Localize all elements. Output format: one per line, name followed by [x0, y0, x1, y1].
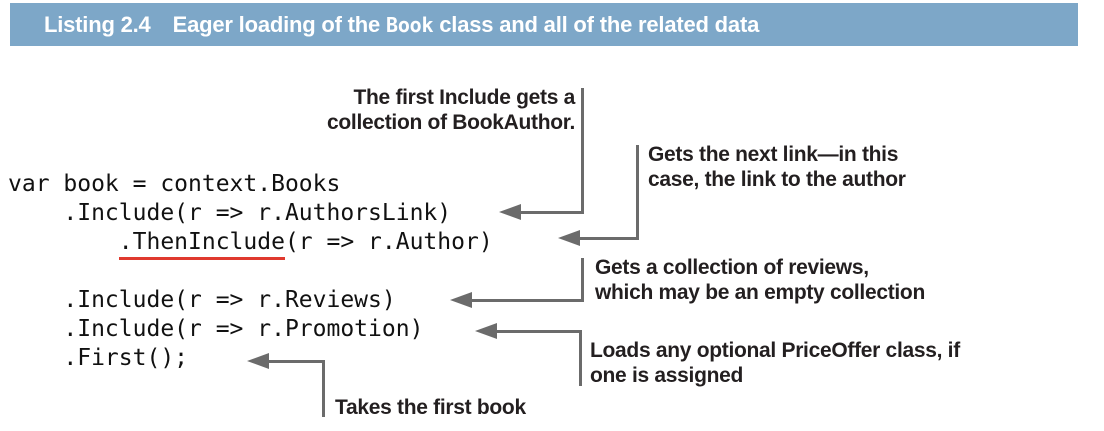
connector-line	[579, 330, 582, 386]
code-line-blank	[8, 257, 493, 286]
left-arrow-icon	[499, 204, 521, 220]
annotation-first-book: Takes the first book	[335, 396, 526, 419]
connector-line	[322, 360, 325, 417]
annotation-reviews: Gets a collection of reviews, which may …	[595, 256, 925, 304]
code-line: .ThenInclude(r => r.Author)	[8, 228, 493, 260]
left-arrow-icon	[247, 353, 269, 369]
connector-line	[267, 360, 325, 363]
code-line: .Include(r => r.Reviews)	[8, 287, 396, 313]
left-arrow-icon	[558, 230, 580, 246]
code-line: .First();	[8, 345, 189, 371]
connector-line	[519, 211, 584, 214]
left-arrow-icon	[475, 323, 497, 339]
connector-line	[636, 145, 639, 240]
code-line: .Include(r => r.AuthorsLink)	[8, 200, 452, 226]
annotation-then-include: Gets the next link—in this case, the lin…	[648, 143, 906, 191]
annotation-first-include: The first Include gets a collection of B…	[327, 86, 575, 134]
annotation-price-offer: Loads any optional PriceOffer class, if …	[590, 339, 960, 387]
listing-header-bar: Listing 2.4 Eager loading of the Book cl…	[10, 3, 1078, 46]
listing-title-code-term: Book	[385, 12, 434, 37]
connector-line	[581, 258, 584, 302]
connector-line	[495, 330, 582, 333]
code-block: var book = context.Books .Include(r => r…	[8, 170, 493, 373]
connector-line	[578, 237, 639, 240]
connector-line	[470, 299, 584, 302]
code-line: .Include(r => r.Promotion)	[8, 316, 424, 342]
connector-line	[581, 88, 584, 214]
red-underlined-code: .ThenInclude	[118, 228, 285, 260]
left-arrow-icon	[450, 292, 472, 308]
listing-title: Eager loading of the Book class and all …	[172, 11, 760, 37]
code-line: var book = context.Books	[8, 171, 341, 197]
listing-number: Listing 2.4	[44, 11, 151, 37]
